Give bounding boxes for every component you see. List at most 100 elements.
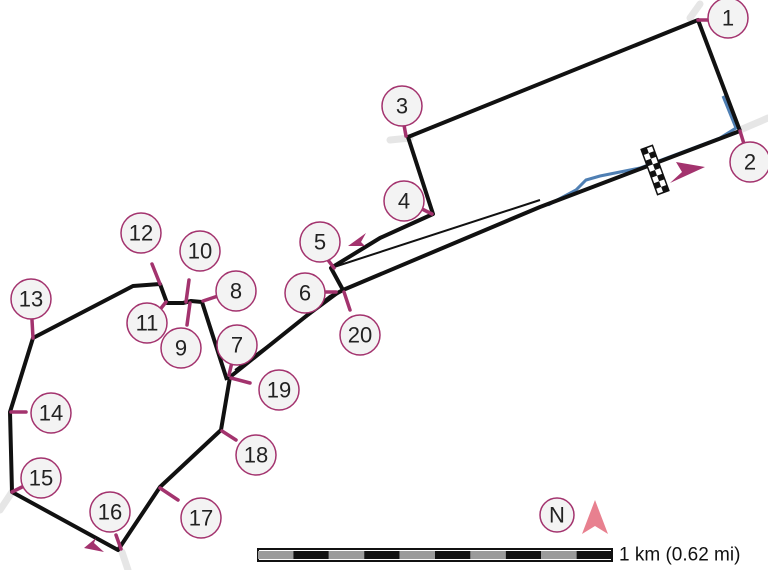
corner-circle-10 — [179, 230, 221, 272]
background-road-north — [686, 0, 704, 22]
corner-tick-3 — [402, 123, 408, 138]
corner-marker-11: 11 — [126, 300, 168, 344]
start-finish-flag — [640, 144, 670, 196]
corner-tick-17 — [158, 486, 180, 502]
corner-marker-6: 6 — [284, 272, 338, 314]
corner-marker-17: 17 — [158, 486, 222, 539]
corner-tick-13 — [30, 318, 35, 340]
corner-label-1: 1 — [722, 6, 734, 31]
corner-label-5: 5 — [314, 230, 326, 255]
corner-tick-18 — [220, 429, 238, 442]
scale-segment — [328, 551, 365, 559]
corner-label-2: 2 — [744, 150, 756, 175]
scale-label: 1 km (0.62 mi) — [619, 545, 740, 566]
pit-lane — [547, 95, 738, 207]
corner-circle-2 — [729, 141, 768, 183]
scale-segment — [576, 551, 612, 559]
corner-tick-9 — [185, 301, 192, 327]
north-indicator: N — [539, 497, 608, 534]
corner-tick-16 — [114, 533, 123, 551]
race-direction-arrow — [670, 162, 705, 183]
direction-arrow-sector-2 — [348, 233, 366, 246]
scale-segment — [293, 551, 329, 559]
corner-label-16: 16 — [98, 500, 122, 525]
corner-circle-13 — [10, 278, 52, 320]
background-road-south — [118, 548, 132, 570]
corner-circle-8 — [215, 270, 257, 312]
corner-tick-10 — [184, 278, 191, 304]
corner-marker-19: 19 — [229, 369, 300, 411]
corner-label-14: 14 — [39, 401, 63, 426]
corner-marker-5: 5 — [299, 221, 341, 270]
corner-circle-20 — [339, 314, 381, 356]
corner-circle-6 — [284, 272, 326, 314]
corner-circle-17 — [180, 497, 222, 539]
corner-label-15: 15 — [29, 466, 53, 491]
north-label-circle — [539, 497, 575, 533]
background-road-east — [736, 114, 768, 134]
corner-marker-20: 20 — [339, 290, 381, 356]
scale-segment — [435, 551, 471, 559]
corner-circle-1 — [707, 0, 749, 39]
corner-circle-11 — [126, 302, 168, 344]
north-label: N — [549, 503, 565, 528]
north-arrow-icon — [582, 500, 608, 534]
corner-marker-18: 18 — [220, 429, 277, 476]
corner-tick-2 — [738, 129, 746, 146]
corner-marker-8: 8 — [201, 270, 257, 312]
corner-tick-12 — [150, 262, 162, 286]
corner-circle-16 — [89, 491, 131, 533]
background-road-southwest — [0, 488, 16, 514]
corner-circle-3 — [381, 85, 423, 127]
corner-tick-8 — [201, 294, 220, 303]
corner-tick-5 — [326, 258, 336, 270]
corner-marker-2: 2 — [729, 129, 768, 183]
corner-circle-19 — [258, 369, 300, 411]
corner-label-3: 3 — [396, 94, 408, 119]
corner-label-7: 7 — [231, 333, 243, 358]
corner-circle-12 — [120, 212, 162, 254]
corner-marker-4: 4 — [383, 180, 434, 222]
corner-circle-5 — [299, 221, 341, 263]
corner-tick-15 — [10, 485, 24, 494]
corner-circle-7 — [216, 324, 258, 366]
scale-bar: 1 km (0.62 mi) — [257, 545, 740, 566]
corner-label-6: 6 — [299, 281, 311, 306]
corner-marker-9: 9 — [160, 301, 202, 369]
corner-marker-1: 1 — [696, 0, 749, 39]
corner-circle-9 — [160, 327, 202, 369]
corner-marker-14: 14 — [9, 392, 72, 434]
corner-label-18: 18 — [244, 443, 268, 468]
corner-circle-15 — [20, 457, 62, 499]
corner-label-9: 9 — [175, 336, 187, 361]
corner-circle-14 — [30, 392, 72, 434]
corner-marker-13: 13 — [10, 278, 52, 340]
corner-marker-10: 10 — [179, 230, 221, 304]
scale-segment — [541, 551, 577, 559]
corner-label-8: 8 — [230, 279, 242, 304]
direction-arrow-sector-3 — [84, 538, 104, 552]
corner-tick-20 — [342, 290, 352, 312]
corner-marker-15: 15 — [10, 457, 62, 499]
corner-marker-7: 7 — [216, 324, 258, 377]
corner-circle-4 — [383, 180, 425, 222]
scale-segment — [364, 551, 400, 559]
corner-label-17: 17 — [189, 506, 213, 531]
corner-tick-19 — [229, 376, 252, 385]
scale-segment — [258, 551, 294, 559]
track-outline — [8, 18, 742, 552]
corner-circle-18 — [235, 434, 277, 476]
corner-label-12: 12 — [129, 221, 153, 246]
corner-label-19: 19 — [267, 378, 291, 403]
corner-label-11: 11 — [136, 311, 159, 336]
corner-marker-3: 3 — [381, 85, 423, 138]
corner-label-10: 10 — [188, 239, 212, 264]
corner-label-4: 4 — [398, 189, 410, 214]
scale-segment — [505, 551, 542, 559]
corner-marker-16: 16 — [89, 491, 131, 551]
corner-label-20: 20 — [348, 323, 372, 348]
scale-segment — [399, 551, 435, 559]
